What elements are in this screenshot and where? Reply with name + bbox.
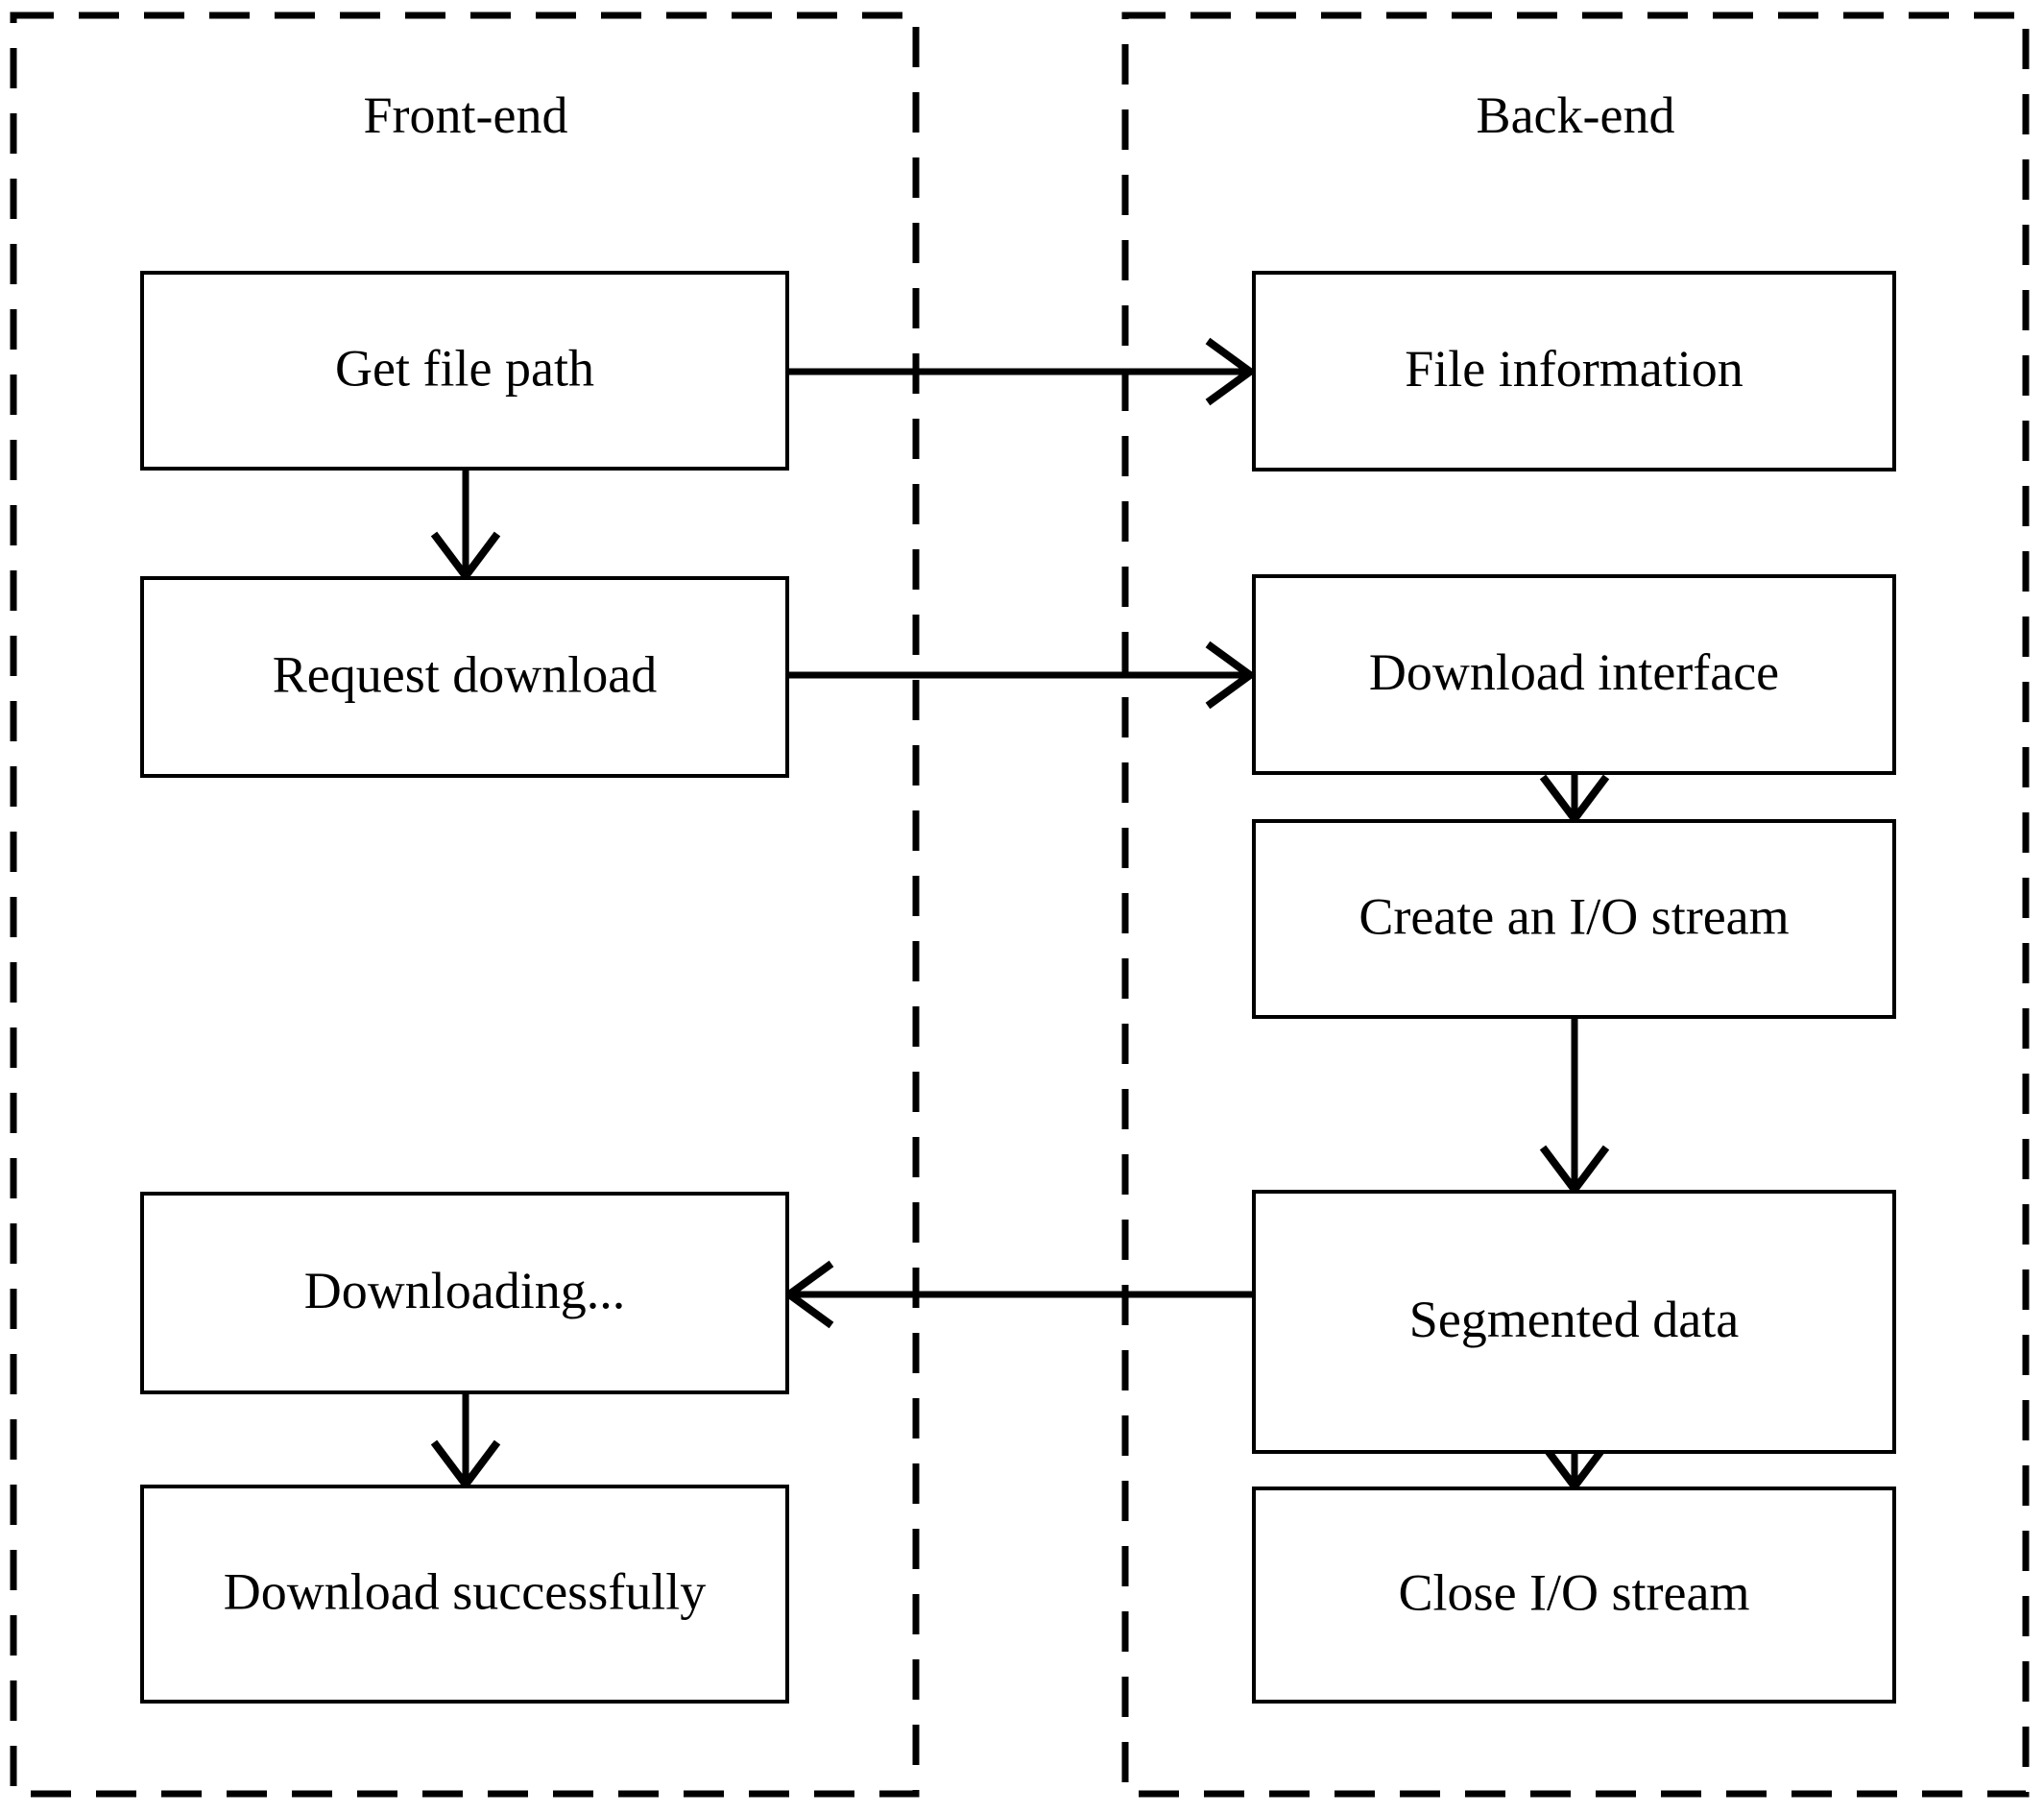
process-node-downloading[interactable]: Downloading...	[140, 1192, 789, 1394]
process-node-label: Segmented data	[1409, 1291, 1739, 1348]
process-node-get-file-path[interactable]: Get file path	[140, 271, 789, 471]
process-node-label: Get file path	[335, 339, 594, 397]
swimlane-front-end	[10, 12, 920, 1798]
process-node-box[interactable]	[1252, 574, 1896, 775]
process-node-box[interactable]	[1252, 819, 1896, 1019]
process-node-label: Request download	[273, 645, 657, 703]
edges-group	[430, 337, 1610, 1493]
connector-edge-request-download-to-download-interface	[787, 641, 1257, 710]
process-node-box[interactable]	[140, 576, 789, 778]
lane-title-front-end: Front-end	[364, 86, 568, 144]
arrowhead-icon	[1205, 337, 1257, 406]
process-node-box[interactable]	[1252, 271, 1896, 471]
process-node-label: File information	[1405, 340, 1743, 398]
process-node-segmented-data[interactable]: Segmented data	[1252, 1190, 1896, 1454]
swimlane-back-end-border	[1121, 12, 2030, 1798]
process-node-label: Download successfully	[224, 1562, 706, 1620]
process-node-download-interface[interactable]: Download interface	[1252, 574, 1896, 775]
swimlane-front-end-border	[10, 12, 920, 1798]
arrowhead-icon	[1205, 641, 1257, 710]
process-node-box[interactable]	[140, 271, 789, 471]
process-node-box[interactable]	[1252, 1190, 1896, 1454]
swimlane-back-end	[1121, 12, 2030, 1798]
process-node-box[interactable]	[140, 1485, 789, 1704]
process-node-label: Download interface	[1369, 643, 1779, 701]
process-node-box[interactable]	[1252, 1487, 1896, 1704]
process-node-close-io-stream[interactable]: Close I/O stream	[1252, 1487, 1896, 1704]
process-node-request-download[interactable]: Request download	[140, 576, 789, 778]
connector-edge-get-file-path-to-file-information	[787, 337, 1257, 406]
process-node-create-io-stream[interactable]: Create an I/O stream	[1252, 819, 1896, 1019]
process-node-label: Downloading...	[304, 1262, 625, 1319]
process-node-box[interactable]	[140, 1192, 789, 1394]
process-node-label: Close I/O stream	[1399, 1563, 1750, 1621]
process-node-label: Create an I/O stream	[1359, 887, 1789, 945]
lane-title-back-end: Back-end	[1477, 86, 1675, 144]
process-node-download-successfully[interactable]: Download successfully	[140, 1485, 789, 1704]
process-node-file-information[interactable]: File information	[1252, 271, 1896, 471]
